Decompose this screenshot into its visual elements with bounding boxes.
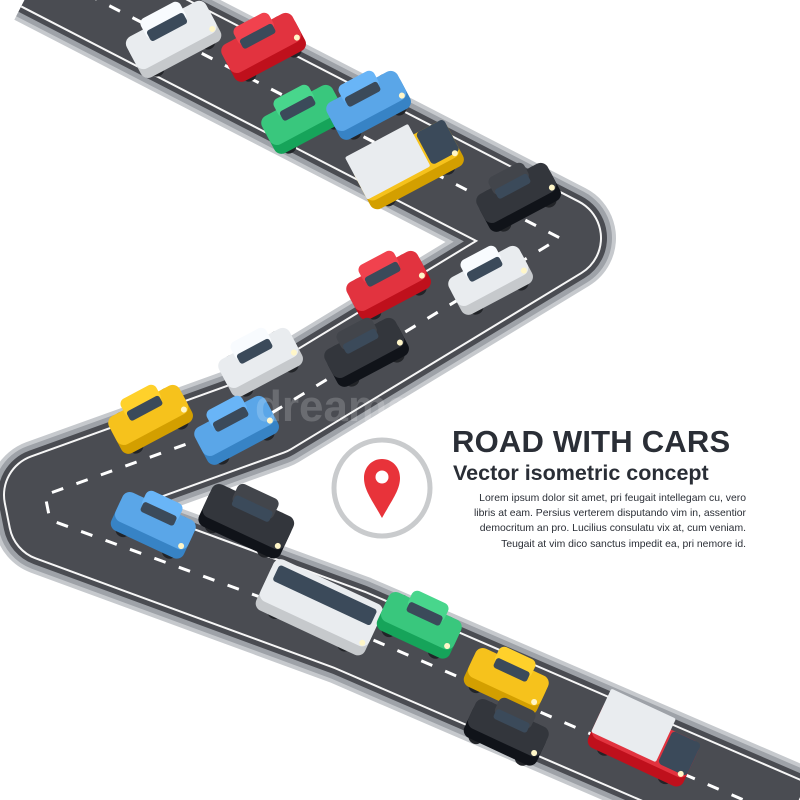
car-vehicle xyxy=(448,245,533,315)
vehicle-window xyxy=(342,328,379,354)
poster-body: Lorem ipsum dolor sit amet, pri feugait … xyxy=(448,491,746,552)
vehicle-roof xyxy=(407,590,449,622)
vehicle-window xyxy=(466,256,503,282)
vehicle-body xyxy=(476,162,557,224)
truck-vehicle xyxy=(345,120,464,210)
vehicle-body xyxy=(221,12,302,74)
vehicle-window xyxy=(140,502,177,526)
headlight xyxy=(293,34,300,41)
map-pin-icon xyxy=(364,459,400,518)
hatchback-vehicle xyxy=(376,590,462,659)
vehicle-window xyxy=(279,95,316,121)
vehicle-body xyxy=(448,245,529,307)
vehicle-window xyxy=(406,602,443,626)
headlight xyxy=(520,267,527,274)
vehicle-roof xyxy=(488,162,529,195)
headlight xyxy=(531,698,538,705)
car-vehicle xyxy=(463,697,549,766)
vehicle-body xyxy=(194,395,275,457)
headlight xyxy=(266,417,273,424)
headlight xyxy=(359,639,366,646)
vehicle-roof xyxy=(358,250,399,283)
poster-title: ROAD WITH CARS xyxy=(452,424,731,459)
vehicle-body xyxy=(261,84,342,146)
vehicle-roof xyxy=(494,646,536,678)
vehicle-roof xyxy=(206,395,247,428)
headlight xyxy=(178,542,185,549)
headlight xyxy=(398,92,405,99)
headlight xyxy=(274,542,281,549)
vehicles-layer xyxy=(108,0,701,787)
vehicle-roof xyxy=(494,697,536,729)
vehicle-window xyxy=(236,338,273,364)
vehicle-roof xyxy=(273,84,314,117)
truck-cargo xyxy=(591,689,676,762)
hatchback-vehicle xyxy=(110,490,196,559)
body-line: Lorem ipsum dolor sit amet, pri feugait … xyxy=(479,493,746,504)
vehicle-roof xyxy=(338,70,379,103)
vehicle-body xyxy=(467,698,549,757)
vehicle-roof xyxy=(141,490,183,522)
car-vehicle xyxy=(218,327,303,397)
vehicle-window xyxy=(212,406,249,432)
car-vehicle xyxy=(324,317,409,387)
headlight xyxy=(531,749,538,756)
truck-window xyxy=(658,731,701,776)
car-vehicle xyxy=(476,162,561,232)
body-line: libris at eam. Persius verterem disputan… xyxy=(474,508,746,520)
headlight xyxy=(290,349,297,356)
vehicle-body xyxy=(114,491,196,550)
vehicle-body xyxy=(346,250,427,312)
vehicle-roof xyxy=(120,384,161,417)
vehicle-window xyxy=(344,81,381,107)
headlight xyxy=(418,272,425,279)
location-marker xyxy=(331,437,433,539)
vehicle-window xyxy=(364,261,401,287)
vehicle-body xyxy=(125,0,217,70)
headlight xyxy=(180,406,187,413)
vehicle-window xyxy=(493,658,530,682)
headlight xyxy=(548,184,555,191)
car-vehicle xyxy=(221,12,306,82)
vehicle-body xyxy=(218,327,299,389)
hatchback-vehicle xyxy=(194,395,279,465)
vehicle-body xyxy=(324,317,405,379)
truck-vehicle xyxy=(587,689,701,787)
truck-cargo xyxy=(345,124,430,200)
vehicle-window xyxy=(239,23,276,49)
vehicle-roof xyxy=(233,12,274,45)
bus-windows xyxy=(273,565,377,626)
vehicle-window xyxy=(231,495,273,522)
body-line: democritum an pro. Lucilius consulatu vi… xyxy=(479,523,746,535)
body-line: Teugait at vim dico sanctus impedit ea, … xyxy=(501,538,746,550)
headlight xyxy=(444,642,451,649)
car-vehicle xyxy=(326,70,411,140)
vehicle-body xyxy=(202,484,295,550)
headlight xyxy=(396,339,403,346)
vehicle-body xyxy=(380,591,462,650)
van-vehicle xyxy=(198,483,295,559)
headlight xyxy=(677,770,684,777)
vehicle-roof xyxy=(336,317,377,350)
truck-window xyxy=(416,120,459,164)
car-vehicle xyxy=(463,646,549,715)
headlight xyxy=(209,25,216,32)
vehicle-body xyxy=(108,384,189,446)
poster-subtitle: Vector isometric concept xyxy=(453,461,709,485)
bus-vehicle xyxy=(255,559,383,656)
van-vehicle xyxy=(125,0,222,78)
vehicle-body xyxy=(326,70,407,132)
hatchback-vehicle xyxy=(108,384,193,454)
vehicle-window xyxy=(146,13,188,41)
car-vehicle xyxy=(346,250,431,320)
vehicle-roof xyxy=(230,327,271,360)
vehicle-roof xyxy=(460,245,501,278)
vehicle-body xyxy=(467,647,549,706)
vehicle-window xyxy=(126,395,163,421)
headlight xyxy=(451,150,458,157)
vehicle-window xyxy=(493,709,530,733)
hatchback-vehicle xyxy=(261,84,346,154)
vehicle-window xyxy=(494,173,531,199)
